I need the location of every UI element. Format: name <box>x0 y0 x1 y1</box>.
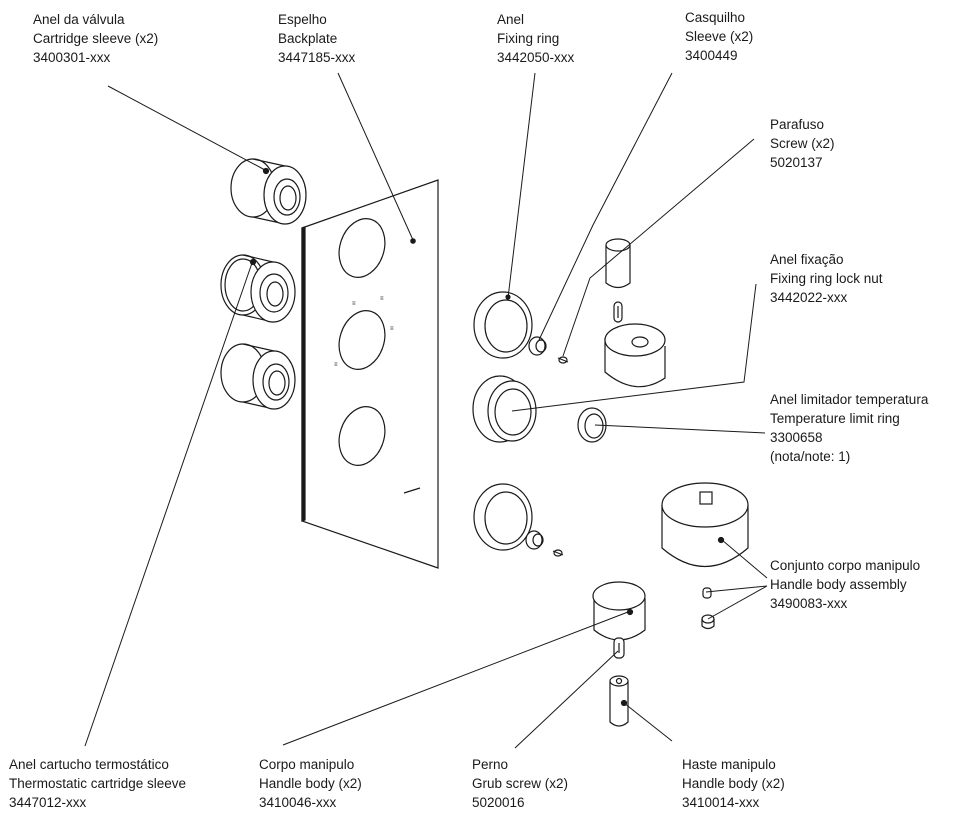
label-cartridge-sleeve: Anel da válvula Cartridge sleeve (x2) 34… <box>33 10 158 67</box>
label-code: 3447012-xxx <box>9 795 87 810</box>
handle-body-assembly-drawing <box>661 482 749 630</box>
grub-screw-drawing <box>613 637 625 659</box>
handle-stem-top-drawing <box>605 238 631 323</box>
label-pt: Conjunto corpo manipulo <box>770 558 921 573</box>
label-code: 3410014-xxx <box>682 795 760 810</box>
svg-text:≡: ≡ <box>380 296 384 302</box>
label-en: Handle body assembly <box>770 577 907 592</box>
backplate-drawing: ≡ ≡ ≡ ≡ <box>301 179 439 569</box>
label-sleeve: Casquilho Sleeve (x2) 3400449 <box>685 8 753 65</box>
label-pt: Espelho <box>278 12 327 27</box>
label-en: Handle body (x2) <box>682 776 785 791</box>
label-pt: Haste manipulo <box>682 757 776 772</box>
label-pt: Perno <box>472 757 509 772</box>
label-handle-body-assembly: Conjunto corpo manipulo Handle body asse… <box>770 556 920 613</box>
handle-body-upper-drawing <box>604 323 666 388</box>
label-handle-stem: Haste manipulo Handle body (x2) 3410014-… <box>682 755 785 812</box>
label-en: Grub screw (x2) <box>472 776 569 791</box>
label-code: 3400301-xxx <box>33 50 111 65</box>
label-code: 3400449 <box>685 48 738 63</box>
label-code: 3447185-xxx <box>278 50 356 65</box>
label-pt: Anel fixação <box>770 252 844 267</box>
label-code: 5020016 <box>472 795 525 810</box>
label-fixing-ring: Anel Fixing ring 3442050-xxx <box>497 10 574 67</box>
label-en: Sleeve (x2) <box>685 29 754 44</box>
label-pt: Corpo manipulo <box>259 757 355 772</box>
temperature-limit-ring-drawing <box>577 407 607 443</box>
label-en: Thermostatic cartridge sleeve <box>9 776 187 791</box>
label-en: Handle body (x2) <box>259 776 362 791</box>
label-en: Fixing ring <box>497 31 560 46</box>
svg-text:≡: ≡ <box>334 362 338 368</box>
label-en: Temperature limit ring <box>770 411 900 426</box>
label-grub-screw: Perno Grub screw (x2) 5020016 <box>472 755 568 812</box>
label-handle-body: Corpo manipulo Handle body (x2) 3410046-… <box>259 755 362 812</box>
label-code: 3442050-xxx <box>497 50 575 65</box>
sleeve-screw-top-drawing <box>528 336 569 364</box>
label-backplate: Espelho Backplate 3447185-xxx <box>278 10 355 67</box>
label-pt: Parafuso <box>770 117 825 132</box>
label-code: 3300658 <box>770 430 823 445</box>
cartridge-sleeve-bottom-drawing <box>220 343 296 410</box>
label-temperature-limit-ring: Anel limitador temperatura Temperature l… <box>770 390 928 466</box>
label-pt: Casquilho <box>685 10 746 25</box>
svg-text:≡: ≡ <box>352 301 356 307</box>
label-lock-nut: Anel fixação Fixing ring lock nut 344202… <box>770 250 883 307</box>
label-pt: Anel <box>497 12 525 27</box>
label-pt: Anel da válvula <box>33 12 125 27</box>
fixing-ring-drawing <box>473 291 533 359</box>
leader-lines <box>84 72 768 749</box>
label-thermostatic-cartridge-sleeve: Anel cartucho termostático Thermostatic … <box>9 755 186 812</box>
fixing-ring-lower-drawing <box>473 483 564 557</box>
handle-body-lower-drawing <box>592 581 646 641</box>
label-en: Fixing ring lock nut <box>770 271 883 286</box>
label-code: 3490083-xxx <box>770 596 848 611</box>
label-en: Screw (x2) <box>770 136 835 151</box>
svg-text:≡: ≡ <box>390 326 394 332</box>
label-code: 5020137 <box>770 155 823 170</box>
label-note: (nota/note: 1) <box>770 449 851 464</box>
label-code: 3410046-xxx <box>259 795 337 810</box>
label-pt: Anel cartucho termostático <box>9 757 169 772</box>
label-en: Backplate <box>278 31 338 46</box>
label-en: Cartridge sleeve (x2) <box>33 31 159 46</box>
label-screw: Parafuso Screw (x2) 5020137 <box>770 115 835 172</box>
label-code: 3442022-xxx <box>770 290 848 305</box>
handle-stem-bottom-drawing <box>609 675 629 727</box>
thermostatic-sleeve-drawing <box>220 254 296 323</box>
label-pt: Anel limitador temperatura <box>770 392 929 407</box>
cartridge-sleeve-top-drawing <box>230 158 307 225</box>
